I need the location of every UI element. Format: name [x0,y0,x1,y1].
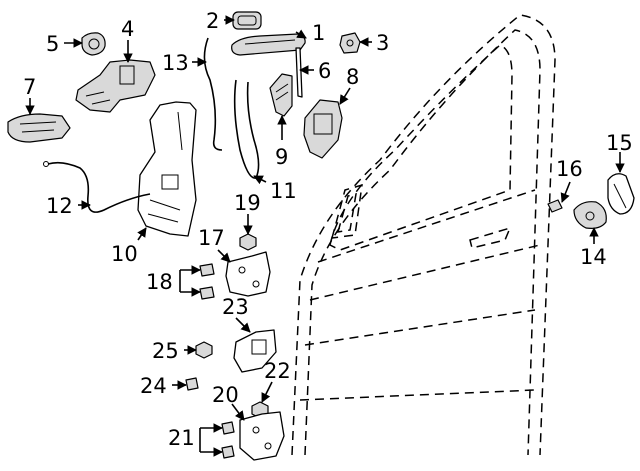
callout-20: 20 [212,383,239,407]
check-nut-part [195,341,213,359]
callout-8: 8 [346,65,359,89]
striker-screw-part [547,199,563,213]
callout-25: 25 [152,339,179,363]
callout-12: 12 [46,194,73,218]
upper-hinge-nut-part [239,233,257,251]
callout-17: 17 [198,226,225,250]
callout-15: 15 [606,131,633,155]
bracket-clip-part [339,32,361,54]
callout-22: 22 [264,359,291,383]
striker-shim-part [607,173,635,215]
callout-1: 1 [312,21,325,45]
callout-13: 13 [162,51,189,75]
outside-handle-part [231,33,306,56]
callout-23: 23 [222,295,249,319]
lock-cylinder-part [81,32,106,56]
rod-part [295,47,303,98]
release-cable-part [43,161,151,213]
callout-24: 24 [140,374,167,398]
callout-11: 11 [270,179,297,203]
callout-2: 2 [206,9,219,33]
upper-hinge-part [225,251,271,297]
striker-part [573,201,607,229]
callout-14: 14 [580,245,607,269]
callout-18: 18 [146,270,173,294]
callout-7: 7 [23,75,36,99]
cable-assembly-parts [203,37,260,179]
door-outline [291,14,556,456]
callout-4: 4 [121,17,134,41]
handle-carrier-part [75,59,156,113]
callout-9: 9 [275,145,288,169]
leader-lines [25,15,625,457]
inside-handle-bezel-part [7,113,71,143]
upper-hinge-bolts-part [199,263,215,300]
callout-10: 10 [111,242,138,266]
handle-pad-part [232,11,262,30]
module-panel-part [137,101,197,237]
door-latch-part [303,99,343,159]
callout-6: 6 [318,59,331,83]
door-check-part [233,329,277,373]
handle-lever-part [269,73,293,117]
callout-19: 19 [234,191,261,215]
callout-16: 16 [556,157,583,181]
callout-5: 5 [46,32,59,56]
callout-3: 3 [376,31,389,55]
callout-21: 21 [168,426,195,450]
check-bolt-part [185,377,199,391]
lower-hinge-bolts-part [221,421,235,459]
lower-hinge-part [239,411,285,461]
